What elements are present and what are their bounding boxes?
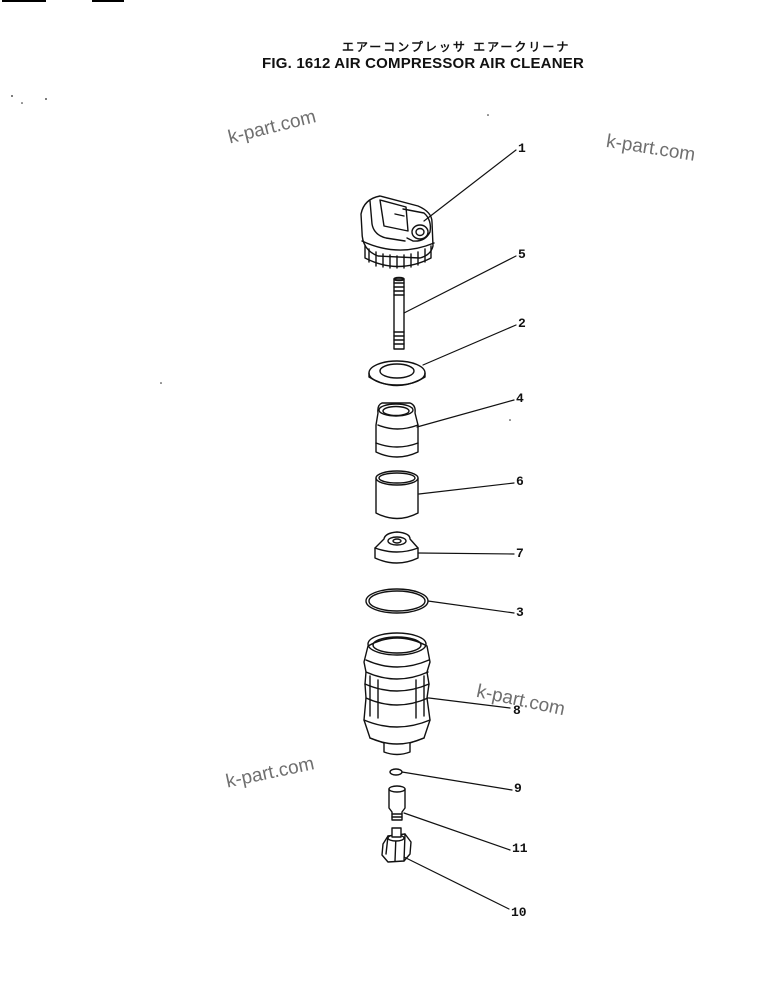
figure-title-japanese: エアーコンプレッサ エアークリーナ [342, 40, 571, 54]
part-3-o-ring [365, 588, 429, 614]
part-2-washer [368, 360, 426, 387]
leader-lines [401, 149, 517, 910]
callout-9: 9 [514, 781, 522, 796]
callout-4: 4 [516, 391, 524, 406]
callout-11: 11 [512, 841, 528, 856]
callout-1: 1 [518, 141, 526, 156]
part-1-head [360, 195, 435, 269]
scan-specks [11, 95, 511, 421]
corner-mark-right [92, 0, 124, 2]
corner-mark-left [2, 0, 46, 2]
callout-10: 10 [511, 905, 527, 920]
callout-7: 7 [516, 546, 524, 561]
callout-8: 8 [513, 703, 521, 718]
part-6-element [375, 470, 419, 520]
callout-2: 2 [518, 316, 526, 331]
part-4-cup [375, 402, 419, 458]
callout-3: 3 [516, 605, 524, 620]
figure-title: FIG. 1612 AIR COMPRESSOR AIR CLEANER [262, 55, 584, 72]
part-9-small-o-ring [389, 768, 403, 776]
callout-6: 6 [516, 474, 524, 489]
part-10-drain-plug [381, 827, 412, 863]
part-8-bowl [363, 632, 431, 756]
part-7-cap [374, 531, 419, 564]
part-5-stud [393, 276, 405, 350]
part-11-fitting [388, 785, 406, 821]
callout-5: 5 [518, 247, 526, 262]
